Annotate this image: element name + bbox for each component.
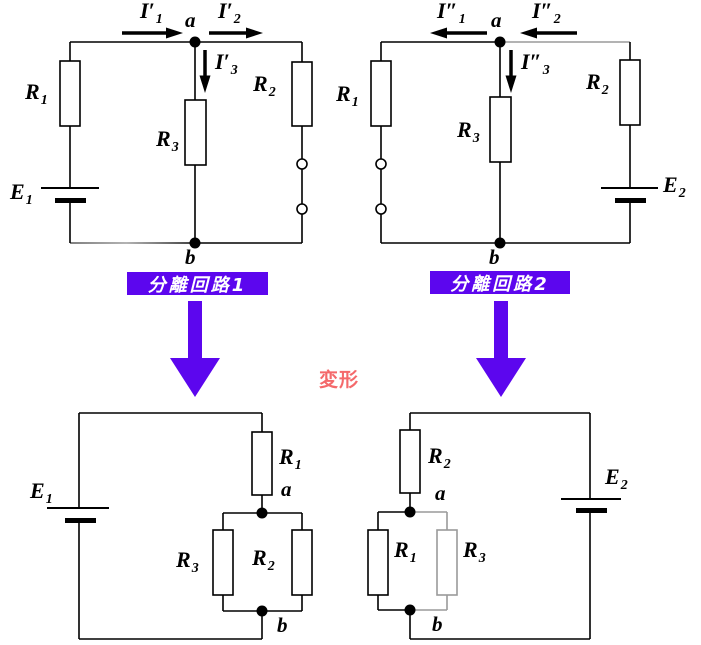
label-current-i3: I′3 [215, 49, 238, 78]
wires [69, 41, 303, 244]
open-terminal [296, 158, 308, 170]
node-a-dot [189, 36, 201, 48]
label-source-e1: E1 [10, 179, 33, 208]
node-b-dot [494, 237, 506, 249]
label-resistor-r3: R3 [156, 126, 179, 155]
label-resistor-r2: R2 [586, 69, 609, 98]
resistor-r2-body [399, 429, 421, 494]
current-arrow-i1 [430, 27, 487, 39]
circuit-separated-2 [370, 27, 658, 249]
label-node-a: a [491, 8, 502, 32]
node-a-dot [256, 507, 268, 519]
label-source-e1: E1 [30, 478, 53, 507]
label-node-b: b [277, 613, 288, 637]
battery-e2 [601, 187, 658, 203]
circuit-transformed-1 [47, 412, 313, 640]
current-arrow-i1 [122, 27, 183, 39]
label-current-i2: I″2 [532, 0, 561, 27]
label-node-b: b [185, 245, 196, 269]
resistor-r1-body [370, 60, 392, 127]
down-arrow-right [476, 301, 526, 397]
node-a-dot [404, 506, 416, 518]
open-terminal [296, 203, 308, 215]
resistor-r1-body [59, 60, 81, 127]
node-b-dot [256, 605, 268, 617]
label-current-i1: I″1 [437, 0, 466, 27]
label-resistor-r3: R3 [457, 117, 480, 146]
resistor-r1-body [367, 529, 389, 596]
current-arrow-i2 [520, 27, 577, 39]
circuit-transformed-2 [367, 412, 621, 640]
node-b-dot [189, 237, 201, 249]
resistor-r3-body [489, 96, 512, 163]
resistor-r2-body [619, 59, 641, 126]
circuit-separated-1 [41, 27, 313, 249]
open-terminal [375, 158, 387, 170]
open-terminal [375, 203, 387, 215]
battery-e1 [47, 507, 109, 523]
label-current-i2: I′2 [218, 0, 241, 27]
label-node-a: a [435, 481, 446, 505]
label-resistor-r3: R3 [176, 547, 199, 576]
label-node-b: b [489, 245, 500, 269]
label-resistor-r1: R1 [394, 537, 417, 566]
node-a-dot [494, 36, 506, 48]
resistor-r1-body [251, 431, 273, 496]
label-node-a: a [185, 8, 196, 32]
current-arrow-i3 [199, 50, 211, 93]
label-source-e2: E2 [663, 172, 686, 201]
battery-e1 [41, 187, 99, 203]
current-arrow-i2 [209, 27, 263, 39]
down-arrow-left [170, 301, 220, 397]
label-node-b: b [432, 612, 443, 636]
banner-separated-circuit-2: 分離回路2 [430, 271, 570, 295]
banner-separated-circuit-1: 分離回路1 [127, 272, 268, 296]
battery-e2 [561, 498, 621, 513]
label-resistor-r1: R1 [279, 444, 302, 473]
label-source-e2: E2 [605, 464, 628, 493]
node-b-dot [404, 604, 416, 616]
label-resistor-r1: R1 [336, 81, 359, 110]
label-node-a: a [281, 477, 292, 501]
label-resistor-r2: R2 [253, 71, 276, 100]
label-resistor-r3: R3 [463, 537, 486, 566]
resistor-r2-body [291, 61, 313, 127]
resistor-r3-body [184, 99, 207, 166]
label-current-i3: I″3 [521, 49, 550, 78]
current-arrow-i3 [505, 50, 517, 93]
resistor-r3-body [212, 529, 234, 596]
resistor-r3-body [436, 529, 458, 596]
label-resistor-r2: R2 [252, 545, 275, 574]
label-current-i1: I′1 [140, 0, 163, 27]
resistor-r2-body [291, 529, 313, 596]
label-resistor-r1: R1 [25, 79, 48, 108]
transform-label: 変形 [319, 369, 360, 391]
label-resistor-r2: R2 [428, 443, 451, 472]
